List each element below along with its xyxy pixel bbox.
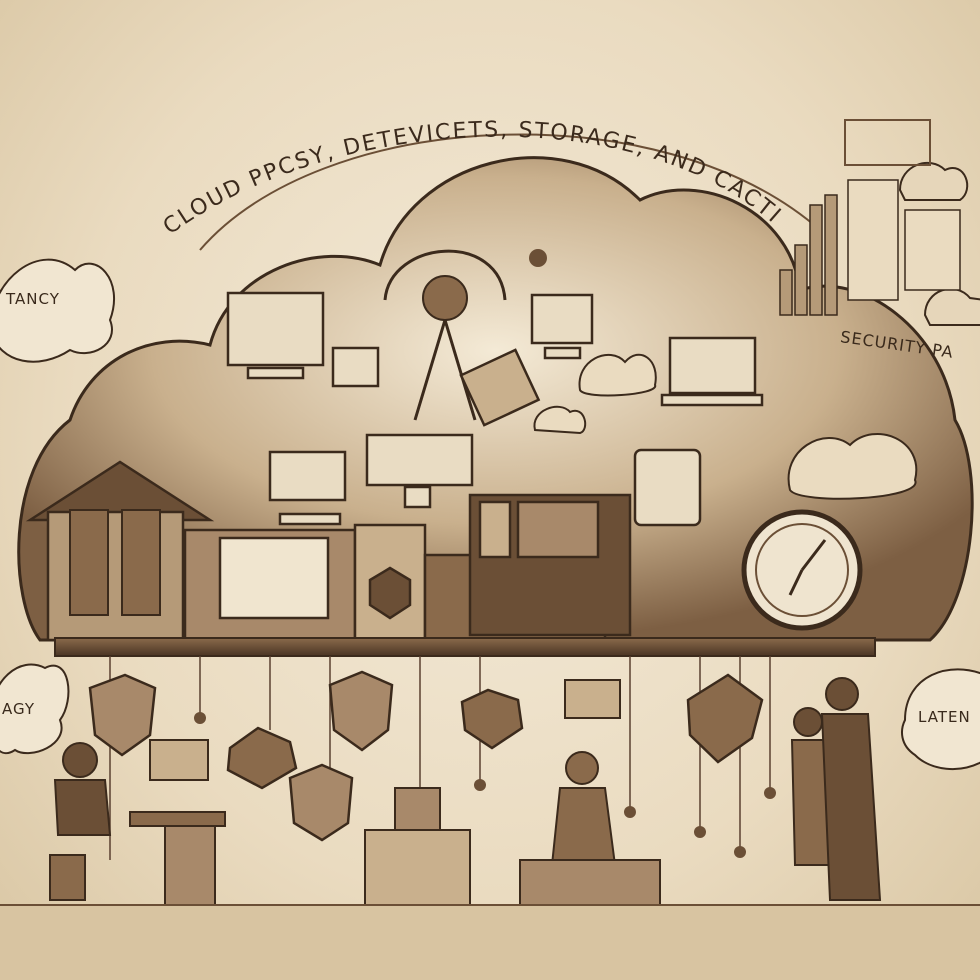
clock-icon: [741, 509, 863, 631]
cloud-shelf: [54, 637, 876, 657]
boxes: [364, 679, 621, 906]
standing-couple: [790, 677, 882, 901]
computer-desk-row: [183, 493, 632, 642]
seated-reader: [519, 751, 661, 906]
antenna-icon: [383, 249, 547, 421]
cloud-icon: [533, 353, 918, 500]
bar-chart-icon: [779, 179, 961, 316]
right-bottom-cloud: [901, 668, 980, 771]
right-top-clouds: [844, 119, 980, 326]
monitor-icon: [226, 291, 764, 527]
house-icon: [25, 460, 215, 642]
left-bottom-cloud: [0, 663, 70, 755]
floor: [0, 905, 980, 980]
person-at-desk: [49, 739, 226, 907]
gem-icon: [226, 673, 764, 790]
label-tancy: TANCY: [6, 290, 60, 308]
label-laten: LATEN: [918, 708, 971, 726]
tablet-icon: [459, 348, 541, 427]
shield-icon: [88, 670, 394, 842]
left-top-cloud: [0, 258, 116, 363]
label-agy: AGY: [2, 700, 36, 718]
